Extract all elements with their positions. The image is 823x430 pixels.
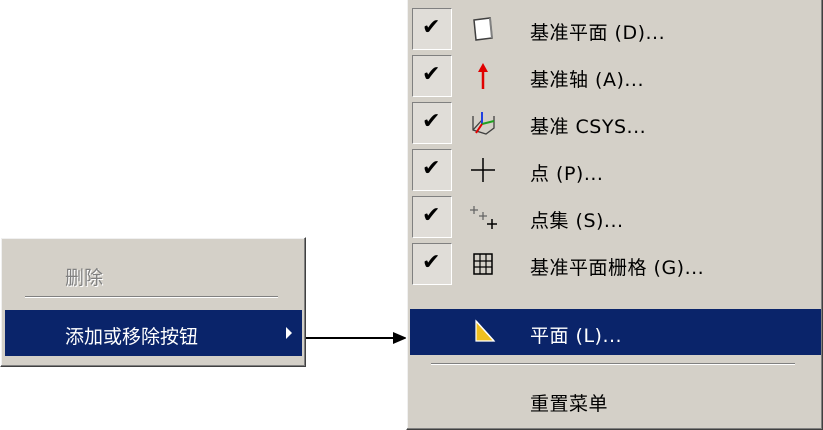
check-cell: ✔ — [412, 102, 452, 144]
datum-axis-icon — [478, 63, 488, 89]
submenu-item-label: 基准平面栅格 (G)... — [530, 257, 705, 279]
submenu-item-point-set[interactable]: ✔ 点集 (S)... — [410, 194, 821, 240]
check-cell: ✔ — [412, 8, 452, 50]
check-icon: ✔ — [422, 62, 441, 87]
submenu-item-datum-csys[interactable]: ✔ 基准 CSYS... — [410, 100, 821, 146]
submenu-item-plane[interactable]: 平面 (L)... — [410, 309, 821, 355]
check-cell: ✔ — [412, 196, 452, 238]
check-icon: ✔ — [422, 250, 441, 275]
reset-menu-item[interactable]: 重置菜单 — [410, 377, 821, 423]
context-menu: 删除 添加或移除按钮 — [0, 237, 306, 367]
datum-plane-grid-icon — [473, 253, 493, 275]
menu-separator — [431, 363, 795, 365]
submenu-item-label: 点 (P)... — [530, 163, 604, 185]
check-icon: ✔ — [422, 15, 441, 40]
add-remove-buttons-label: 添加或移除按钮 — [65, 326, 199, 348]
check-icon: ✔ — [422, 109, 441, 134]
check-cell: ✔ — [412, 149, 452, 191]
check-cell: ✔ — [412, 243, 452, 285]
plane-icon — [475, 319, 496, 342]
submenu-item-label: 平面 (L)... — [530, 325, 623, 347]
submenu-item-label: 点集 (S)... — [530, 210, 624, 232]
add-remove-submenu: ✔ 基准平面 (D)... ✔ 基准轴 (A)... ✔ 基准 CSYS... … — [406, 0, 823, 430]
submenu-item-datum-plane-grid[interactable]: ✔ 基准平面栅格 (G)... — [410, 241, 821, 287]
check-icon: ✔ — [422, 156, 441, 181]
submenu-item-label: 基准平面 (D)... — [530, 22, 666, 44]
datum-csys-icon — [472, 112, 495, 135]
delete-menu-item: 删除 — [5, 251, 302, 297]
point-icon — [471, 158, 495, 182]
delete-label: 删除 — [65, 267, 104, 289]
menu-separator — [25, 296, 278, 298]
submenu-item-datum-plane[interactable]: ✔ 基准平面 (D)... — [410, 6, 821, 52]
datum-plane-icon — [473, 17, 493, 41]
check-icon: ✔ — [422, 203, 441, 228]
submenu-arrow-icon — [286, 327, 292, 339]
submenu-item-datum-axis[interactable]: ✔ 基准轴 (A)... — [410, 53, 821, 99]
reset-menu-label: 重置菜单 — [530, 393, 609, 415]
submenu-item-label: 基准 CSYS... — [530, 116, 647, 138]
add-remove-buttons-menu-item[interactable]: 添加或移除按钮 — [5, 310, 302, 356]
point-set-icon — [470, 206, 497, 229]
submenu-item-label: 基准轴 (A)... — [530, 69, 644, 91]
check-cell: ✔ — [412, 55, 452, 97]
submenu-item-point[interactable]: ✔ 点 (P)... — [410, 147, 821, 193]
